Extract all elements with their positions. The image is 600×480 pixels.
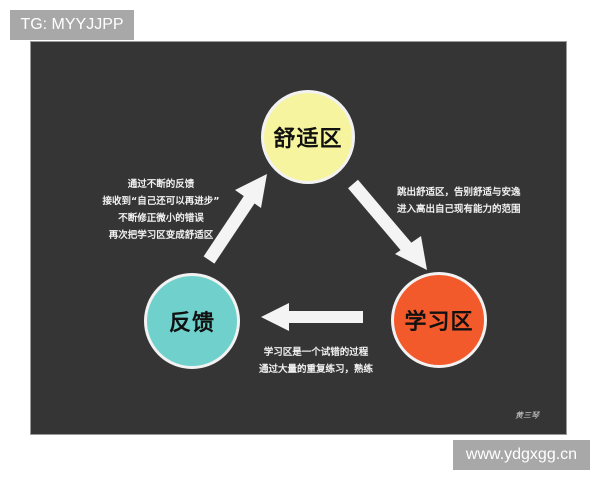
note-line: 学习区是一个试错的过程	[263, 347, 369, 358]
arrow-left-icon	[261, 303, 363, 331]
note-line: 不断修正微小的错误	[118, 213, 204, 224]
arrow-down-right-icon	[348, 179, 427, 270]
note-comfort-to-learning: 跳出舒适区，告别舒适与安逸 进入高出自己现有能力的范围	[397, 184, 521, 218]
note-line: 通过不断的反馈	[127, 179, 195, 190]
diagram-board: 舒适区 反馈 学习区 通过不断的反馈 接收到“自己还可以再进步” 不断修正微小的…	[31, 42, 566, 434]
watermark-bottom-right: www.ydgxgg.cn	[453, 440, 590, 470]
watermark-top-left: TG: MYYJJPP	[10, 10, 134, 40]
node-comfort-label: 舒适区	[273, 127, 343, 152]
node-feedback-label: 反馈	[168, 311, 215, 336]
node-learning-zone: 学习区	[391, 272, 487, 368]
note-line: 接收到“自己还可以再进步”	[102, 196, 220, 207]
author-signature: 黄三琴	[515, 411, 539, 420]
cycle-arrows	[203, 174, 427, 331]
node-feedback: 反馈	[144, 273, 240, 369]
node-comfort-zone: 舒适区	[261, 90, 355, 184]
note-learning-to-feedback: 学习区是一个试错的过程 通过大量的重复练习，熟练	[256, 344, 376, 378]
arrow-up-right-icon	[203, 174, 267, 264]
note-line: 进入高出自己现有能力的范围	[397, 204, 521, 215]
note-line: 跳出舒适区，告别舒适与安逸	[397, 187, 521, 198]
note-feedback-to-comfort: 通过不断的反馈 接收到“自己还可以再进步” 不断修正微小的错误 再次把学习区变成…	[81, 176, 241, 244]
note-line: 通过大量的重复练习，熟练	[258, 364, 373, 375]
node-learning-label: 学习区	[404, 310, 474, 335]
note-line: 再次把学习区变成舒适区	[108, 230, 214, 241]
